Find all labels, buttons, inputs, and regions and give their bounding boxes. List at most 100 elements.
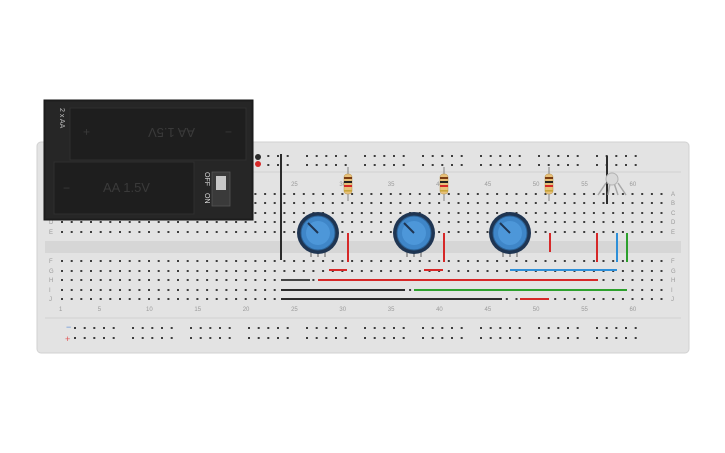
breadboard-hole[interactable] bbox=[383, 164, 386, 166]
breadboard-hole[interactable] bbox=[431, 155, 434, 157]
breadboard-hole[interactable] bbox=[399, 270, 402, 272]
breadboard-hole[interactable] bbox=[344, 327, 347, 329]
breadboard-hole[interactable] bbox=[641, 289, 644, 291]
breadboard-hole[interactable] bbox=[583, 231, 586, 233]
breadboard-hole[interactable] bbox=[592, 298, 595, 300]
breadboard-hole[interactable] bbox=[496, 202, 499, 204]
breadboard-hole[interactable] bbox=[257, 337, 260, 339]
breadboard-hole[interactable] bbox=[583, 221, 586, 223]
breadboard-hole[interactable] bbox=[650, 221, 653, 223]
breadboard-hole[interactable] bbox=[293, 221, 296, 223]
breadboard-hole[interactable] bbox=[451, 337, 453, 339]
breadboard-hole[interactable] bbox=[602, 202, 605, 204]
breadboard-hole[interactable] bbox=[518, 155, 521, 157]
breadboard-hole[interactable] bbox=[650, 193, 653, 195]
breadboard-hole[interactable] bbox=[370, 202, 373, 204]
breadboard-hole[interactable] bbox=[364, 327, 366, 329]
breadboard-hole[interactable] bbox=[534, 202, 537, 204]
breadboard-hole[interactable] bbox=[99, 289, 102, 291]
breadboard-hole[interactable] bbox=[80, 231, 83, 233]
breadboard-hole[interactable] bbox=[631, 231, 634, 233]
breadboard-hole[interactable] bbox=[631, 270, 634, 272]
breadboard-hole[interactable] bbox=[254, 298, 257, 300]
breadboard-hole[interactable] bbox=[480, 327, 482, 329]
breadboard-hole[interactable] bbox=[612, 231, 615, 233]
breadboard-hole[interactable] bbox=[431, 337, 434, 339]
breadboard-hole[interactable] bbox=[335, 164, 337, 166]
breadboard-hole[interactable] bbox=[422, 327, 424, 329]
breadboard-hole[interactable] bbox=[206, 231, 209, 233]
breadboard-hole[interactable] bbox=[322, 260, 325, 262]
breadboard-hole[interactable] bbox=[596, 164, 598, 166]
breadboard-hole[interactable] bbox=[103, 337, 105, 339]
breadboard-hole[interactable] bbox=[525, 202, 528, 204]
breadboard-hole[interactable] bbox=[370, 231, 373, 233]
breadboard-hole[interactable] bbox=[602, 231, 605, 233]
breadboard-hole[interactable] bbox=[547, 337, 550, 339]
breadboard-hole[interactable] bbox=[119, 221, 121, 223]
breadboard-hole[interactable] bbox=[119, 270, 121, 272]
breadboard-hole[interactable] bbox=[61, 289, 63, 291]
breadboard-hole[interactable] bbox=[373, 337, 376, 339]
breadboard-hole[interactable] bbox=[480, 164, 482, 166]
breadboard-hole[interactable] bbox=[360, 193, 363, 195]
breadboard-hole[interactable] bbox=[393, 164, 395, 166]
breadboard-hole[interactable] bbox=[325, 164, 328, 166]
breadboard-hole[interactable] bbox=[206, 270, 209, 272]
breadboard-hole[interactable] bbox=[447, 221, 450, 223]
breadboard-hole[interactable] bbox=[538, 155, 540, 157]
breadboard-hole[interactable] bbox=[409, 260, 412, 262]
breadboard-hole[interactable] bbox=[383, 337, 386, 339]
breadboard-hole[interactable] bbox=[80, 260, 83, 262]
breadboard-hole[interactable] bbox=[641, 212, 644, 214]
breadboard-hole[interactable] bbox=[554, 202, 557, 204]
breadboard-hole[interactable] bbox=[112, 337, 115, 339]
breadboard-hole[interactable] bbox=[70, 260, 73, 262]
breadboard-hole[interactable] bbox=[615, 164, 618, 166]
breadboard-hole[interactable] bbox=[244, 279, 247, 281]
breadboard-hole[interactable] bbox=[235, 270, 238, 272]
breadboard-hole[interactable] bbox=[225, 279, 228, 281]
breadboard-hole[interactable] bbox=[248, 327, 250, 329]
breadboard-hole[interactable] bbox=[460, 327, 463, 329]
breadboard-hole[interactable] bbox=[138, 221, 141, 223]
breadboard-hole[interactable] bbox=[505, 193, 508, 195]
breadboard-hole[interactable] bbox=[457, 231, 460, 233]
breadboard-hole[interactable] bbox=[128, 289, 131, 291]
breadboard-hole[interactable] bbox=[254, 231, 257, 233]
breadboard-hole[interactable] bbox=[583, 193, 586, 195]
breadboard-hole[interactable] bbox=[612, 279, 615, 281]
breadboard-hole[interactable] bbox=[625, 164, 627, 166]
breadboard-hole[interactable] bbox=[219, 337, 221, 339]
breadboard-hole[interactable] bbox=[544, 221, 547, 223]
breadboard-hole[interactable] bbox=[61, 221, 63, 223]
breadboard-hole[interactable] bbox=[534, 193, 537, 195]
breadboard-hole[interactable] bbox=[660, 221, 663, 223]
breadboard-hole[interactable] bbox=[438, 212, 441, 214]
breadboard-hole[interactable] bbox=[293, 193, 296, 195]
breadboard-hole[interactable] bbox=[206, 289, 209, 291]
breadboard-hole[interactable] bbox=[273, 221, 276, 223]
breadboard-hole[interactable] bbox=[128, 298, 131, 300]
breadboard-hole[interactable] bbox=[538, 164, 540, 166]
breadboard-hole[interactable] bbox=[331, 212, 334, 214]
breadboard-hole[interactable] bbox=[351, 270, 354, 272]
breadboard-hole[interactable] bbox=[438, 202, 441, 204]
breadboard-hole[interactable] bbox=[509, 337, 511, 339]
breadboard-hole[interactable] bbox=[554, 231, 557, 233]
breadboard-hole[interactable] bbox=[244, 260, 247, 262]
breadboard-hole[interactable] bbox=[467, 202, 470, 204]
breadboard-hole[interactable] bbox=[244, 231, 247, 233]
breadboard-hole[interactable] bbox=[351, 193, 354, 195]
breadboard-hole[interactable] bbox=[602, 221, 605, 223]
breadboard-hole[interactable] bbox=[248, 337, 250, 339]
breadboard-hole[interactable] bbox=[602, 212, 605, 214]
breadboard-hole[interactable] bbox=[128, 270, 131, 272]
breadboard-hole[interactable] bbox=[103, 327, 105, 329]
breadboard-hole[interactable] bbox=[480, 337, 482, 339]
breadboard-hole[interactable] bbox=[422, 164, 424, 166]
breadboard-hole[interactable] bbox=[612, 221, 615, 223]
breadboard-hole[interactable] bbox=[592, 212, 595, 214]
breadboard-hole[interactable] bbox=[254, 202, 257, 204]
breadboard-hole[interactable] bbox=[418, 270, 421, 272]
